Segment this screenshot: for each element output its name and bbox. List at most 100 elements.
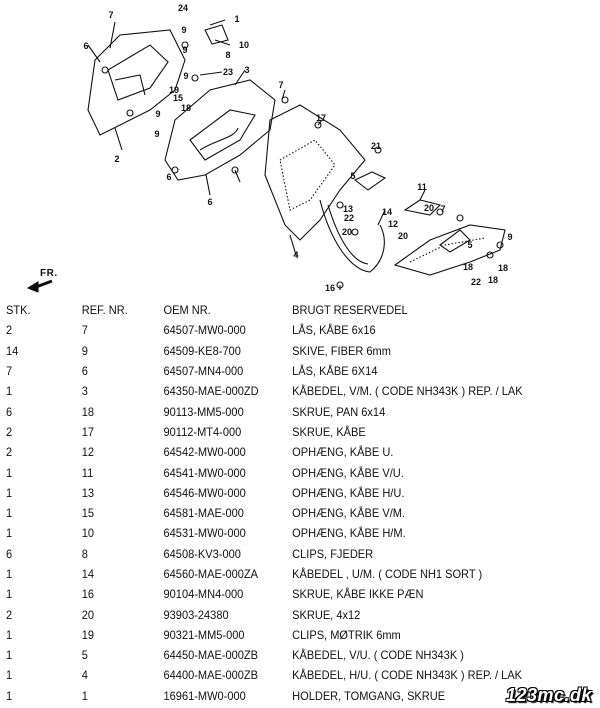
cell-oem: 64541-MW0-000 (163, 465, 246, 480)
cell-oem: 90321-MM5-000 (163, 627, 245, 642)
cell-oem: 64531-MW0-000 (163, 526, 246, 541)
callout-number: 3 (244, 65, 249, 75)
cell-oem: 16961-MW0-000 (163, 688, 246, 703)
lower-cowl-center (264, 104, 366, 241)
cell-ref: 5 (81, 648, 88, 663)
parts-table: STK. REF. NR. OEM NR. BRUGT RESERVEDEL 2… (6, 300, 549, 706)
cell-desc: SKRUE, PAN 6x14 (292, 404, 386, 419)
cell-desc: SKIVE, FIBER 6mm (292, 343, 391, 358)
cell-desc: HOLDER, TOMGANG, SKRUE (292, 688, 446, 703)
lower-panel-right (393, 224, 506, 276)
under-cowl (319, 199, 385, 273)
cell-desc: KÅBEDEL , U/M. ( CODE NH1 SORT ) (292, 567, 483, 581)
front-direction-label: FR. (40, 268, 58, 279)
cell-desc: KÅBEDEL, V/U. ( CODE NH343K ) (292, 648, 464, 663)
callout-number: 20 (398, 231, 408, 241)
cell-stk: 1 (6, 587, 13, 602)
callout-number: 7 (440, 204, 445, 214)
callout-number: 6 (207, 197, 212, 207)
cell-stk: 1 (6, 485, 13, 500)
cell-ref: 6 (81, 364, 88, 379)
cell-stk: 14 (6, 343, 19, 358)
callout-number: 5 (467, 240, 472, 250)
callout-number: 18 (488, 275, 498, 285)
cell-oem: 90104-MN4-000 (163, 587, 244, 602)
cell-stk: 1 (6, 506, 13, 521)
callout-number: 6 (166, 172, 171, 182)
callout-number: 17 (316, 113, 326, 123)
callout-number: 6 (83, 41, 88, 51)
header-ref: REF. NR. (81, 303, 128, 318)
header-stk: STK. (6, 303, 31, 318)
table-row: 1 5 64450-MAE-000ZB KÅBEDEL, V/U. ( CODE NH… (6, 645, 549, 665)
bracket-12 (439, 229, 471, 253)
cell-stk: 1 (6, 384, 13, 399)
callout-number: 10 (239, 40, 249, 50)
cell-desc: SKRUE, KÅBE (292, 424, 366, 439)
cell-ref: 18 (81, 404, 95, 419)
fairing-panel-left (87, 29, 186, 136)
cell-stk: 1 (6, 648, 13, 663)
cell-ref: 10 (81, 526, 95, 541)
callout-number: 13 (343, 204, 353, 214)
cell-desc: KÅBEDEL, H/U. ( CODE NH343K ) REP. / LAK (292, 668, 523, 683)
cell-oem: 64560-MAE-000ZA (163, 567, 259, 581)
cell-oem: 64546-MW0-000 (163, 485, 246, 500)
cell-desc: OPHÆNG, KÅBE V/U. (292, 465, 404, 480)
cell-oem: 93903-24380 (163, 607, 229, 622)
cell-ref: 17 (81, 424, 95, 439)
cell-oem: 64450-MAE-000ZB (163, 648, 259, 663)
cell-stk: 6 (6, 404, 13, 419)
cell-oem: 64507-MW0-000 (163, 323, 246, 338)
site-watermark: 123mc.dk (505, 685, 592, 705)
callout-number: 20 (342, 227, 352, 237)
callout-number: 8 (225, 50, 230, 60)
callout-number: 9 (507, 232, 512, 242)
header-desc: BRUGT RESERVEDEL (292, 303, 408, 318)
cell-stk: 7 (6, 364, 13, 379)
callout-number: 24 (178, 3, 188, 13)
callout-number: 18 (463, 262, 473, 272)
cell-oem: 64581-MAE-000 (163, 506, 244, 521)
callout-number: 9 (181, 25, 186, 35)
callout-number: 18 (181, 103, 191, 113)
cell-oem: 90112-MT4-000 (163, 424, 242, 439)
callout-number: 22 (344, 213, 354, 223)
callout-number: 18 (498, 263, 508, 273)
table-header-row: STK. REF. NR. OEM NR. BRUGT RESERVEDEL (6, 300, 549, 320)
cell-desc: KÅBEDEL, V/M. ( CODE NH343K ) REP. / LAK (292, 384, 523, 399)
cell-ref: 3 (81, 384, 88, 399)
bracket-11 (403, 199, 442, 216)
callout-number: 7 (278, 80, 283, 90)
cell-stk: 1 (6, 627, 13, 642)
header-oem: OEM NR. (163, 303, 211, 318)
cell-ref: 7 (81, 323, 88, 338)
callout-number: 11 (417, 182, 427, 192)
cell-desc: SKRUE, KÅBE IKKE PÆN (292, 587, 424, 602)
cell-stk: 6 (6, 546, 13, 561)
cell-desc: CLIPS, FJEDER (292, 546, 374, 561)
callout-number: 14 (382, 207, 392, 217)
cell-ref: 11 (81, 465, 94, 480)
callout-number: 19 (169, 85, 179, 95)
cell-desc: OPHÆNG, KÅBE U. (292, 445, 394, 460)
cell-stk: 1 (6, 465, 13, 480)
callout-number: 9 (182, 45, 187, 55)
cell-ref: 9 (81, 343, 88, 358)
callout-number: 12 (388, 219, 398, 229)
cell-desc: OPHÆNG, KÅBE V/M. (292, 506, 406, 521)
bracket-13 (353, 171, 387, 191)
callout-number: 9 (155, 109, 160, 119)
cell-stk: 1 (6, 567, 13, 581)
